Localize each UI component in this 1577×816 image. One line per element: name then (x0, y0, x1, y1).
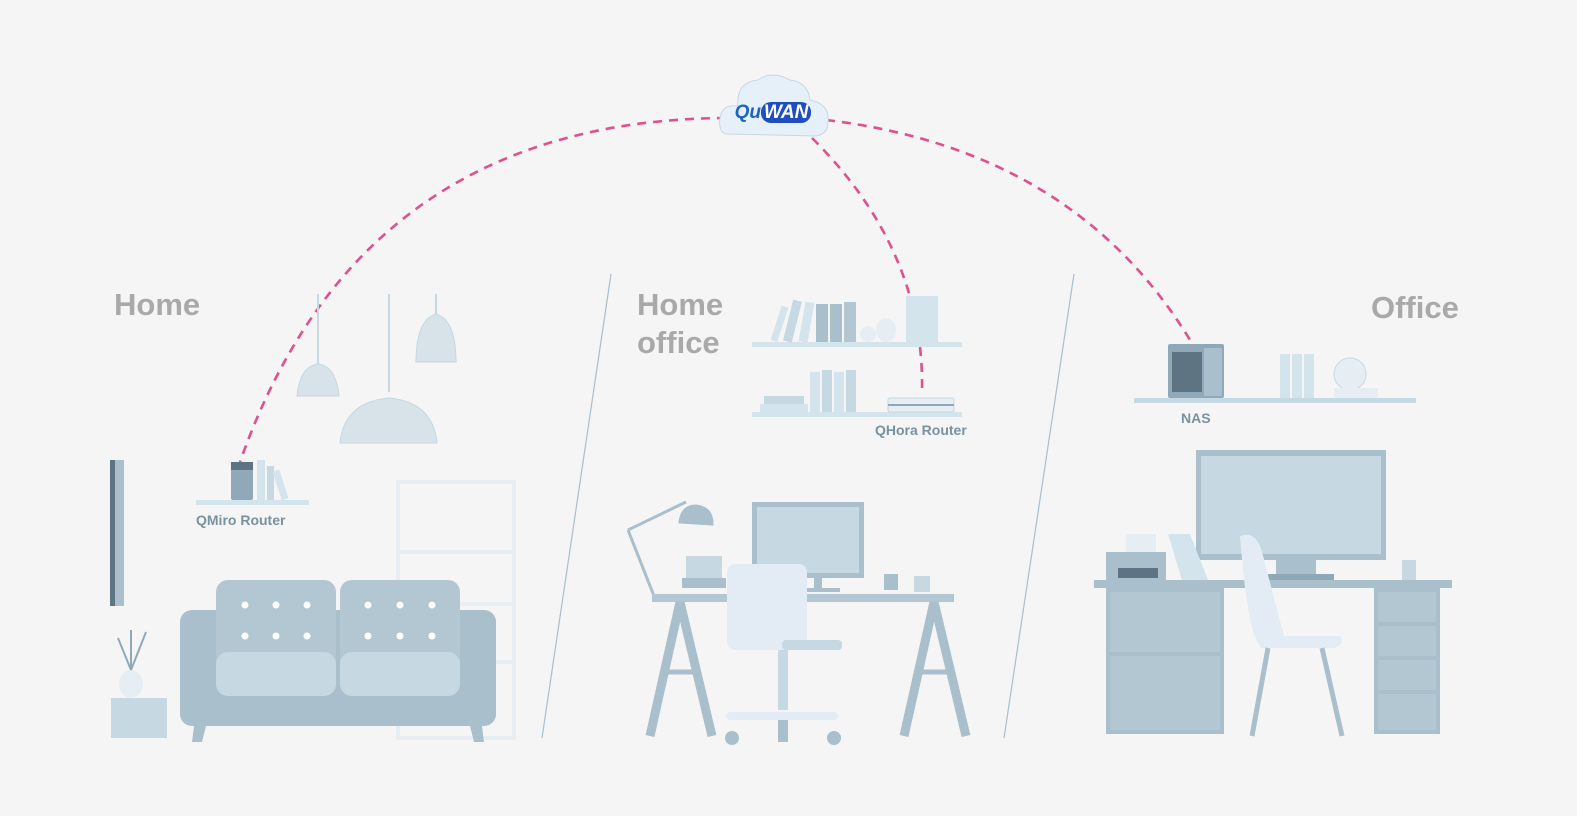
pen-holder (1402, 560, 1416, 580)
office-chair (1240, 534, 1345, 737)
divider-right (1003, 273, 1075, 739)
brand-prefix: Qu (734, 102, 762, 123)
device-label-qmiro: QMiro Router (196, 512, 286, 528)
pendant-lamps-icon (296, 294, 457, 444)
sofa (180, 580, 496, 742)
books-icon (770, 296, 938, 343)
connection-lines (238, 116, 1198, 463)
home-room (110, 294, 516, 742)
section-title-home: Home (114, 287, 201, 322)
connection-line-qhora (811, 137, 924, 393)
fishbowl-icon (1333, 357, 1378, 398)
qhora-router-icon (887, 397, 955, 413)
connection-line-nas (825, 118, 1198, 351)
connection-line-qmiro (238, 116, 727, 463)
divider-left (541, 273, 612, 739)
wall-tv (110, 460, 115, 606)
side-table (111, 698, 167, 738)
section-title-home-office-line1: Home (637, 287, 724, 322)
lower-shelf-items (760, 370, 856, 412)
office-drawers (1106, 588, 1440, 734)
plant-vase-icon (117, 630, 147, 698)
home-office-shelf-upper (752, 342, 962, 347)
nas-icon (1168, 344, 1224, 398)
section-title-office: Office (1371, 290, 1459, 325)
home-office-shelf-lower (752, 412, 962, 417)
section-title-home-office-line2: office (637, 325, 720, 360)
home-shelf (196, 500, 309, 505)
printer-icon (1106, 534, 1208, 582)
office-desk (1094, 580, 1452, 588)
brand-suffix: WAN (761, 102, 812, 123)
device-label-nas: NAS (1181, 410, 1211, 426)
device-label-qhora: QHora Router (875, 422, 967, 438)
desk-legs (645, 600, 971, 738)
desk-lamp-icon (626, 500, 714, 597)
home-office-room (626, 296, 971, 745)
qmiro-router-icon (231, 460, 289, 501)
home-office-chair (725, 564, 842, 745)
office-room (1094, 344, 1452, 737)
office-binders-icon (1280, 354, 1314, 398)
office-monitor (1196, 450, 1386, 580)
office-shelf (1134, 398, 1416, 403)
